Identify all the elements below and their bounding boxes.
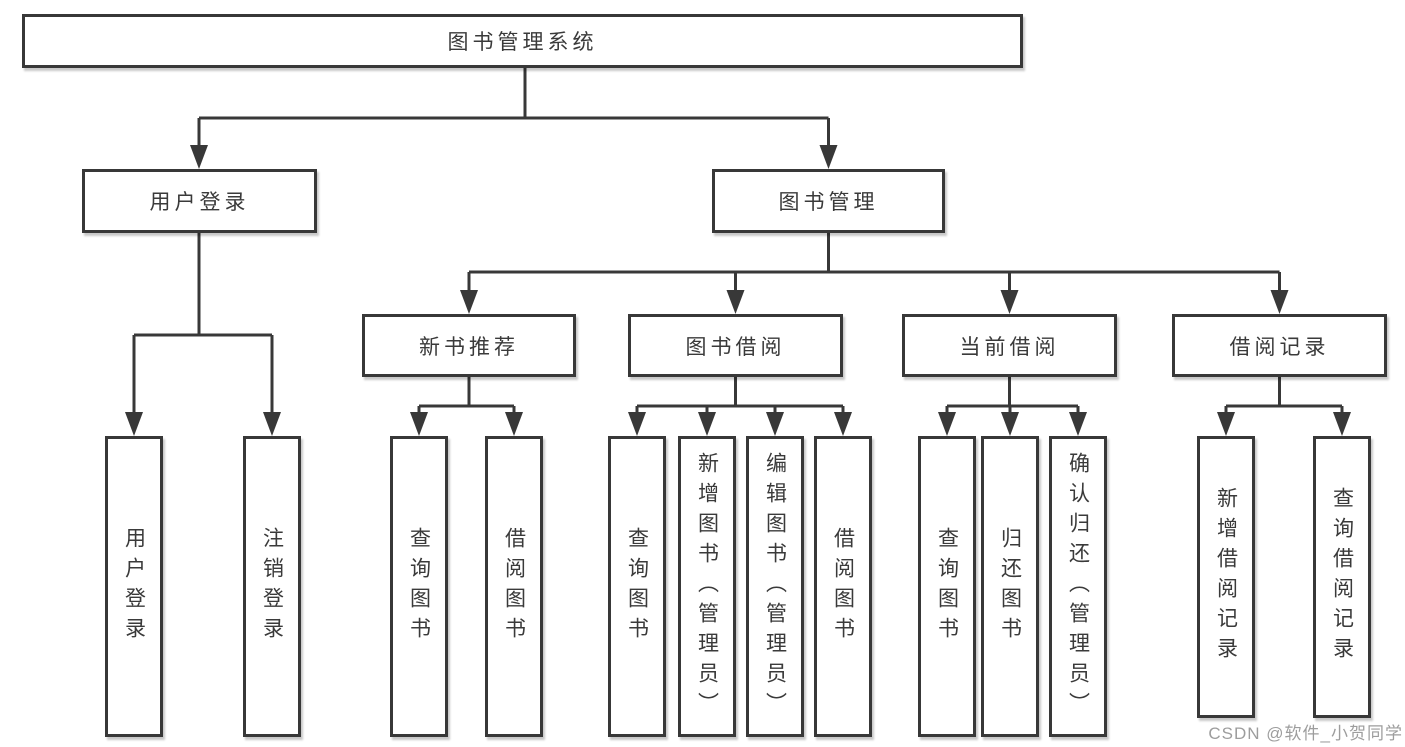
node-borrowing-records: 借阅记录 [1172, 314, 1387, 377]
arrow-down-icon [726, 290, 745, 314]
arrow-down-icon [819, 145, 838, 169]
leaf-logout: 注销登录 [243, 436, 301, 737]
node-label: 新增图书（管理员） [695, 451, 719, 722]
arrow-down-icon [938, 412, 956, 436]
node-label: 查询图书 [407, 526, 431, 647]
csdn-watermark: CSDN @软件_小贺同学 [1208, 724, 1403, 743]
leaf-current-return-book: 归还图书 [981, 436, 1039, 737]
node-label: 用户登录 [122, 526, 146, 647]
leaf-current-query-book: 查询图书 [918, 436, 976, 737]
arrow-down-icon [410, 412, 428, 436]
node-current-borrowing: 当前借阅 [902, 314, 1117, 377]
node-label: 当前借阅 [959, 335, 1060, 359]
leaf-recommend-query-book: 查询图书 [390, 436, 448, 737]
node-label: 借阅记录 [1229, 335, 1330, 359]
node-book-management: 图书管理 [712, 169, 945, 233]
arrow-down-icon [628, 412, 646, 436]
arrowheads [125, 145, 1351, 436]
node-library-management-system: 图书管理系统 [22, 14, 1023, 68]
node-label: 查询借阅记录 [1330, 487, 1354, 667]
leaf-user-login: 用户登录 [105, 436, 163, 737]
leaf-borrowing-add-book-admin: 新增图书（管理员） [678, 436, 736, 737]
node-new-book-recommendation: 新书推荐 [362, 314, 576, 377]
leaf-records-add-record: 新增借阅记录 [1197, 436, 1255, 718]
arrow-down-icon [1069, 412, 1087, 436]
arrow-down-icon [190, 145, 208, 169]
leaf-borrowing-query-book: 查询图书 [608, 436, 666, 737]
node-label: 编辑图书（管理员） [763, 451, 787, 722]
arrow-down-icon [766, 412, 784, 436]
arrow-down-icon [834, 412, 852, 436]
arrow-down-icon [1333, 412, 1351, 436]
node-label: 图书借阅 [685, 335, 786, 359]
node-label: 确认归还（管理员） [1066, 451, 1090, 722]
connector-paths [132, 68, 1344, 414]
arrow-down-icon [1217, 412, 1235, 436]
node-label: 借阅图书 [831, 526, 855, 647]
node-label: 查询图书 [935, 526, 959, 647]
arrow-down-icon [263, 412, 281, 436]
arrow-down-icon [698, 412, 716, 436]
node-label: 借阅图书 [502, 526, 526, 647]
leaf-recommend-borrow-book: 借阅图书 [485, 436, 543, 737]
leaf-borrowing-edit-book-admin: 编辑图书（管理员） [746, 436, 804, 737]
node-label: 新书推荐 [419, 335, 519, 359]
leaf-borrowing-borrow-book: 借阅图书 [814, 436, 872, 737]
node-label: 查询图书 [625, 526, 649, 647]
node-label: 用户登录 [149, 191, 250, 214]
node-label: 图书管理 [778, 191, 879, 214]
node-label: 注销登录 [260, 526, 284, 647]
node-label: 新增借阅记录 [1214, 487, 1238, 667]
arrow-down-icon [1270, 290, 1289, 314]
arrow-down-icon [460, 290, 478, 314]
arrow-down-icon [1000, 290, 1019, 314]
leaf-current-confirm-return-admin: 确认归还（管理员） [1049, 436, 1107, 737]
leaf-records-query-record: 查询借阅记录 [1313, 436, 1371, 718]
arrow-down-icon [505, 412, 523, 436]
arrow-down-icon [1001, 412, 1019, 436]
node-book-borrowing: 图书借阅 [628, 314, 843, 377]
node-user-login: 用户登录 [82, 169, 317, 233]
node-label: 图书管理系统 [447, 31, 598, 54]
node-label: 归还图书 [998, 526, 1022, 647]
arrow-down-icon [125, 412, 143, 436]
